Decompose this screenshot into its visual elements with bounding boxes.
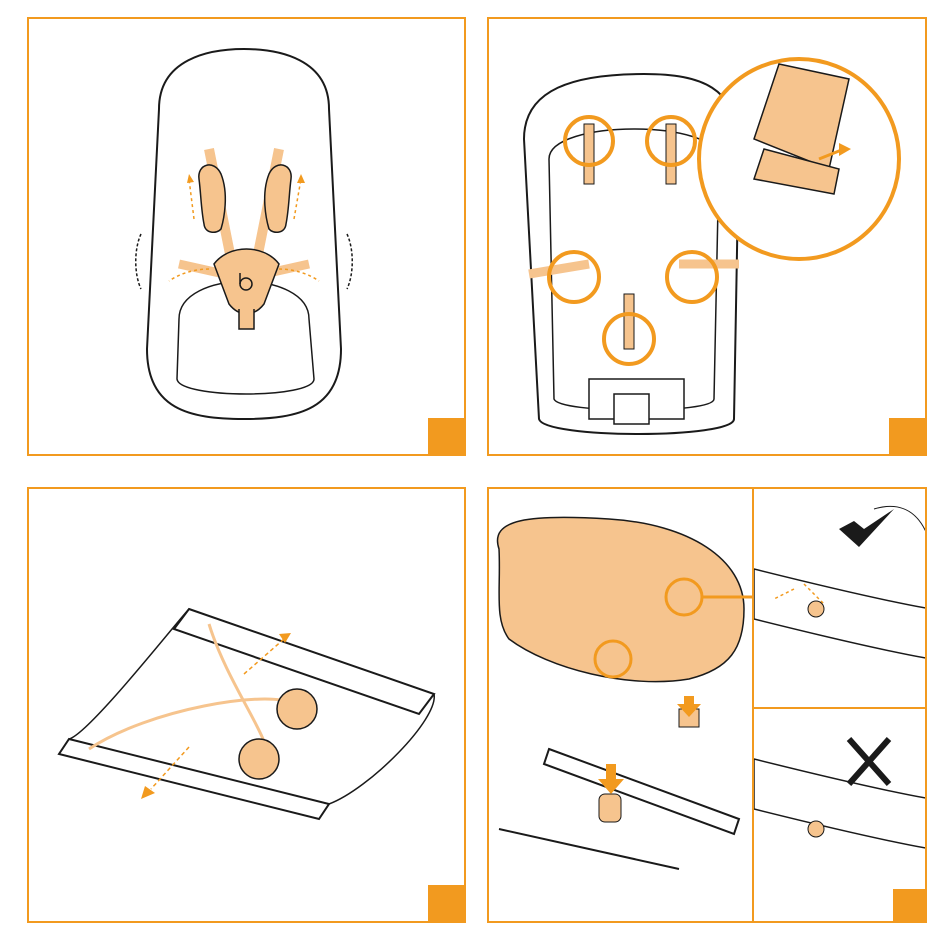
frame-illustration — [29, 489, 466, 923]
cross-icon — [849, 739, 889, 784]
underside-illustration — [489, 19, 927, 456]
attachment-button-2 — [239, 739, 279, 779]
attach-illustration — [489, 489, 752, 923]
subpanel-incorrect — [752, 707, 927, 923]
panel-harness-underside — [487, 17, 927, 456]
harness-front-illustration — [29, 19, 466, 456]
panel-corner-mark — [428, 418, 464, 454]
panel-frame — [27, 487, 466, 923]
panel-corner-mark — [893, 889, 927, 923]
panel-corner-mark — [428, 885, 464, 921]
check-icon — [839, 509, 894, 547]
panel-harness-front — [27, 17, 466, 456]
attachment-button-1 — [277, 689, 317, 729]
panel-corner-mark — [889, 418, 925, 454]
panel-attach-seat — [487, 487, 927, 923]
subpanel-correct — [752, 489, 927, 707]
